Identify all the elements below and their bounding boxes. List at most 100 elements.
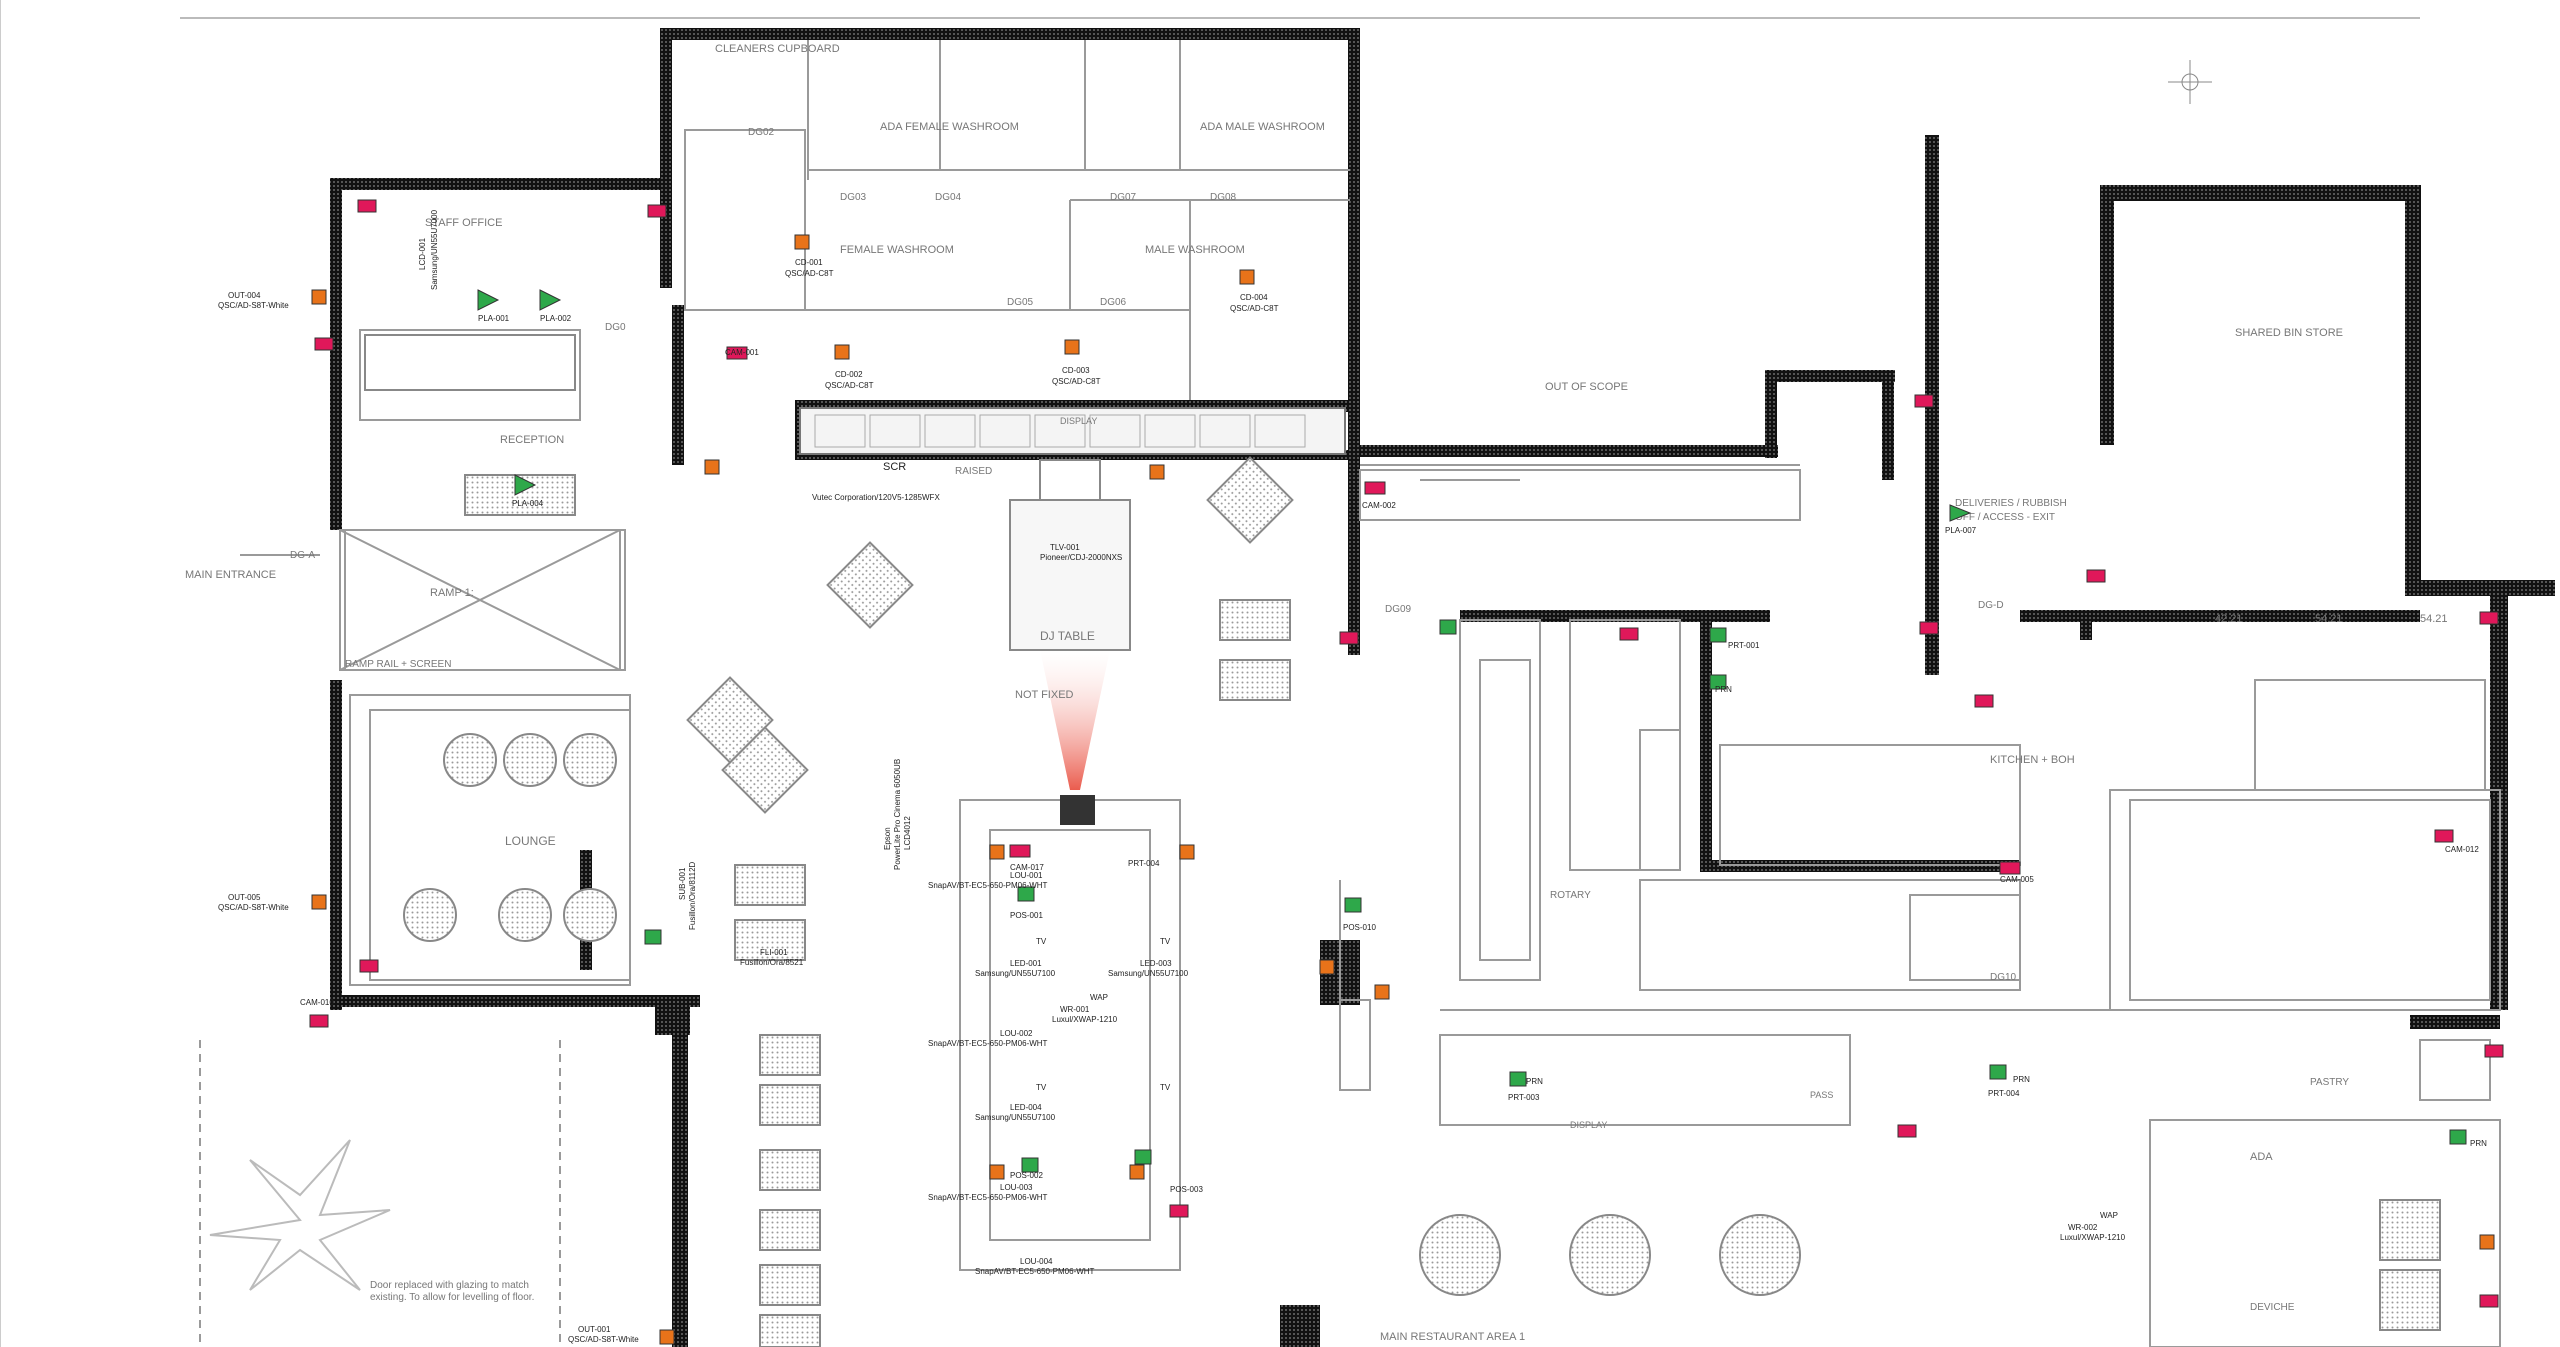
ada-female-label: ADA FEMALE WASHROOM bbox=[880, 121, 1019, 133]
projector-beam bbox=[1040, 650, 1110, 790]
female-washroom-label: FEMALE WASHROOM bbox=[840, 244, 954, 256]
ramp-rail-label: RAMP RAIL + SCREEN bbox=[345, 659, 451, 670]
camera-icon bbox=[1009, 844, 1031, 858]
lounge-label: LOUNGE bbox=[505, 834, 556, 848]
svg-text:PRT-001: PRT-001 bbox=[1728, 641, 1760, 650]
speaker-icon bbox=[989, 1164, 1005, 1180]
svg-text:LOU-002: LOU-002 bbox=[1000, 1029, 1033, 1038]
svg-text:CD-001: CD-001 bbox=[795, 258, 823, 267]
pla-icon bbox=[1949, 504, 1972, 522]
svg-text:FLI-001: FLI-001 bbox=[760, 948, 788, 957]
reception-label: RECEPTION bbox=[500, 434, 564, 446]
svg-text:Luxul/XWAP-1210: Luxul/XWAP-1210 bbox=[2060, 1233, 2126, 1242]
svg-text:SnapAV/BT-EC5-650-PM06-WHT: SnapAV/BT-EC5-650-PM06-WHT bbox=[928, 1039, 1048, 1048]
svg-text:PLA-004: PLA-004 bbox=[512, 499, 544, 508]
pos-icon bbox=[2449, 1129, 2467, 1145]
pastry-label: PASTRY bbox=[2310, 1077, 2349, 1088]
camera-icon bbox=[357, 199, 377, 213]
speaker-icon bbox=[2479, 1234, 2495, 1250]
speaker-icon bbox=[1149, 464, 1165, 480]
svg-text:PLA-002: PLA-002 bbox=[540, 314, 572, 323]
svg-text:DG0: DG0 bbox=[605, 322, 626, 333]
camera-icon bbox=[1919, 621, 1939, 635]
svg-text:LED-003: LED-003 bbox=[1140, 959, 1172, 968]
svg-text:QSC/AD-C8T: QSC/AD-C8T bbox=[825, 381, 874, 390]
svg-text:PRN: PRN bbox=[2470, 1139, 2487, 1148]
svg-text:CD-002: CD-002 bbox=[835, 370, 863, 379]
svg-text:PRN: PRN bbox=[1526, 1077, 1543, 1086]
camera-icon bbox=[1339, 631, 1359, 645]
ramp-label: RAMP 1: bbox=[430, 587, 474, 599]
camera-icon bbox=[1914, 394, 1934, 408]
svg-text:PRT-003: PRT-003 bbox=[1508, 1093, 1540, 1102]
svg-text:Samsung/UN55U7100: Samsung/UN55U7100 bbox=[1108, 969, 1189, 978]
speaker-icon bbox=[794, 234, 810, 250]
pla-icon bbox=[514, 474, 537, 496]
compass-mark bbox=[2168, 60, 2212, 104]
speaker-icon bbox=[704, 459, 720, 475]
svg-text:DG07: DG07 bbox=[1110, 192, 1137, 203]
svg-text:WR-002: WR-002 bbox=[2068, 1223, 2098, 1232]
svg-text:DG08: DG08 bbox=[1210, 192, 1237, 203]
speaker-icon bbox=[659, 1329, 675, 1345]
camera-icons bbox=[309, 199, 2504, 1308]
walls bbox=[330, 28, 2555, 1347]
svg-text:QSC/AD-S8T-White: QSC/AD-S8T-White bbox=[218, 301, 289, 310]
speaker-icon bbox=[834, 344, 850, 360]
svg-text:DG05: DG05 bbox=[1007, 297, 1034, 308]
svg-text:TV: TV bbox=[1160, 937, 1171, 946]
svg-text:QSC/AD-C8T: QSC/AD-C8T bbox=[1052, 377, 1101, 386]
svg-text:LED-004: LED-004 bbox=[1010, 1103, 1042, 1112]
svg-text:DG04: DG04 bbox=[935, 192, 962, 203]
room-labels: CLEANERS CUPBOARD ADA FEMALE WASHROOM AD… bbox=[185, 43, 2349, 1343]
main-restaurant-label: MAIN RESTAURANT AREA 1 bbox=[1380, 1331, 1525, 1343]
camera-icon bbox=[359, 959, 379, 973]
not-fixed-label: NOT FIXED bbox=[1015, 689, 1074, 701]
scr-tag: SCR bbox=[883, 461, 906, 473]
camera-icon bbox=[1169, 1204, 1189, 1218]
rotary-label: ROTARY bbox=[1550, 890, 1591, 901]
interior-lines bbox=[199, 40, 2501, 1347]
svg-text:WAP: WAP bbox=[1090, 993, 1108, 1002]
dj-table bbox=[1009, 499, 1131, 651]
svg-text:SUB-001: SUB-001 bbox=[678, 867, 687, 900]
svg-text:Samsung/UN55U7000: Samsung/UN55U7000 bbox=[430, 209, 439, 290]
svg-text:CAM-005: CAM-005 bbox=[2000, 875, 2034, 884]
pla-icon bbox=[539, 289, 562, 311]
svg-text:Samsung/UN55U7100: Samsung/UN55U7100 bbox=[975, 969, 1056, 978]
speaker-icon bbox=[1064, 339, 1080, 355]
ada-male-label: ADA MALE WASHROOM bbox=[1200, 121, 1325, 133]
svg-text:POS-010: POS-010 bbox=[1343, 923, 1376, 932]
svg-text:QSC/AD-C8T: QSC/AD-C8T bbox=[785, 269, 834, 278]
camera-icon bbox=[2479, 1294, 2499, 1308]
svg-text:TV: TV bbox=[1160, 1083, 1171, 1092]
speaker-icon bbox=[1129, 1164, 1145, 1180]
svg-text:CAM-012: CAM-012 bbox=[2445, 845, 2479, 854]
svg-text:SnapAV/BT-EC5-650-PM06-WHT: SnapAV/BT-EC5-650-PM06-WHT bbox=[928, 1193, 1048, 1202]
svg-text:CAM-001: CAM-001 bbox=[725, 348, 759, 357]
svg-text:TLV-001: TLV-001 bbox=[1050, 543, 1080, 552]
pos-icon bbox=[1709, 627, 1727, 643]
svg-text:DG09: DG09 bbox=[1385, 604, 1412, 615]
pla-icon bbox=[477, 289, 500, 311]
camera-icon bbox=[2479, 611, 2499, 625]
deliveries-label-2: OFF / ACCESS - EXIT bbox=[1955, 512, 2055, 523]
svg-text:DG-A: DG-A bbox=[290, 550, 315, 561]
camera-icon bbox=[314, 337, 334, 351]
svg-text:CD-004: CD-004 bbox=[1240, 293, 1268, 302]
deliveries-label: DELIVERIES / RUBBISH bbox=[1955, 498, 2067, 509]
svg-text:DG06: DG06 bbox=[1100, 297, 1127, 308]
svg-text:LOU-001: LOU-001 bbox=[1010, 871, 1043, 880]
camera-icon bbox=[1364, 481, 1386, 495]
svg-text:Luxul/XWAP-1210: Luxul/XWAP-1210 bbox=[1052, 1015, 1118, 1024]
pos-icon bbox=[1344, 897, 1362, 913]
dimension-labels: 42.21 54.21 54.21 bbox=[2215, 613, 2448, 625]
cashier-label: DEVICHE bbox=[2250, 1302, 2295, 1313]
camera-icon bbox=[1619, 627, 1639, 641]
svg-text:SnapAV/BT-EC5-650-PM06-WHT: SnapAV/BT-EC5-650-PM06-WHT bbox=[928, 881, 1048, 890]
speaker-icon bbox=[989, 844, 1005, 860]
svg-text:OUT-004: OUT-004 bbox=[228, 291, 261, 300]
door-note-1: Door replaced with glazing to match bbox=[370, 1280, 529, 1291]
svg-text:Samsung/UN55U7100: Samsung/UN55U7100 bbox=[975, 1113, 1056, 1122]
